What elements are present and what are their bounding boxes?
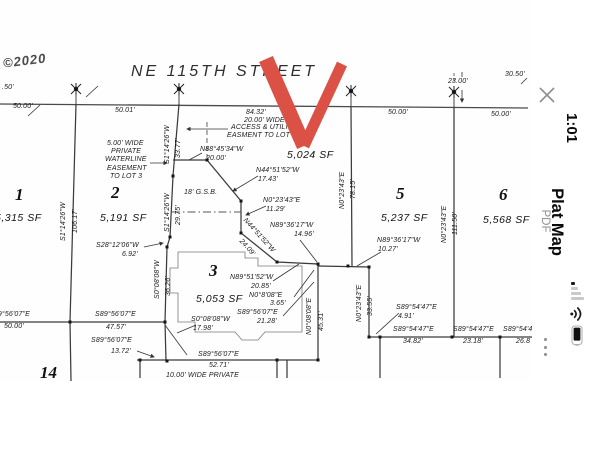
plat-map-page[interactable]: NE 115TH STREET©2020.50'50.00'50.01'84.3… xyxy=(0,0,532,381)
dimension-label: S89°56'07"E xyxy=(91,336,132,344)
dimension-label: 50.00' xyxy=(491,111,511,118)
dimension-label: .50' xyxy=(2,84,14,91)
cellular-signal-icon xyxy=(571,282,584,300)
dimension-label: EASEMENT xyxy=(107,164,147,172)
document-type-label: PDF xyxy=(539,209,551,233)
dimension-label: N0°23'43"E xyxy=(263,196,301,204)
dimension-label: 50.01' xyxy=(115,107,135,114)
dimension-label: S1°14'26"W xyxy=(164,193,171,232)
dimension-label: 23.18' xyxy=(463,337,483,345)
dimension-label: S89°54'47"E xyxy=(503,326,532,333)
dimension-label: 4.91' xyxy=(398,312,414,320)
lot-area: 5,024 SF xyxy=(287,149,334,161)
dimension-label: 18' G.S.B. xyxy=(184,188,218,196)
dimension-label: S1°14'26"W xyxy=(164,125,171,164)
status-time: 1:01 xyxy=(563,112,580,144)
dimension-label: 26.8 xyxy=(516,337,531,345)
dimension-label: N0°08'08"E xyxy=(306,297,313,335)
dimension-label: S89°56'07"E xyxy=(95,310,136,318)
dimension-label: 45.31' xyxy=(318,311,325,331)
dimension-label: S0°08'08"W xyxy=(191,315,230,323)
dimension-label: S0°08'08"W xyxy=(154,260,161,299)
lot-area: 5,191 SF xyxy=(100,212,147,224)
dimension-label: 20.85' xyxy=(251,282,271,290)
dimension-label: PRIVATE xyxy=(111,148,142,155)
lot-number: 3 xyxy=(209,261,218,280)
dimension-label: 50.00' xyxy=(13,103,33,110)
dimension-label: 84.32' xyxy=(246,109,266,116)
dimension-label: 50.00' xyxy=(4,323,24,330)
more-options-button[interactable] xyxy=(542,336,549,358)
dimension-label: 14.96' xyxy=(294,231,314,238)
dimension-label: 36.26' xyxy=(165,276,172,296)
dimension-label: 34.82' xyxy=(403,337,423,345)
dimension-label: N0°23'43"E xyxy=(356,284,363,322)
plat-linework xyxy=(0,72,532,381)
dimension-label: S89°54'47"E xyxy=(396,303,437,311)
dimension-label: 47.57' xyxy=(106,323,126,331)
survey-monument-icon xyxy=(70,83,460,98)
dimension-label: N88°45'34"W xyxy=(200,146,244,153)
status-icons xyxy=(569,282,585,347)
dimension-label: 33.55' xyxy=(367,296,374,316)
dimension-label: N89°36'17"W xyxy=(377,236,421,244)
dimension-label: 52.71' xyxy=(209,361,229,369)
dimension-label: 23.00' xyxy=(448,78,468,85)
dimension-label: 10.00' WIDE PRIVATE xyxy=(166,371,239,379)
corner-markers xyxy=(68,158,502,363)
dimension-label: 3.65' xyxy=(270,300,286,307)
dimension-label: 20.00' xyxy=(206,155,226,162)
dimension-label: N0°23'43"E xyxy=(441,205,448,243)
dimension-label: S89°56'07"E xyxy=(0,310,30,318)
lot-number: 5 xyxy=(396,184,405,203)
dimension-label: 106.17' xyxy=(72,209,79,233)
battery-icon xyxy=(571,325,583,347)
lot-number: 14 xyxy=(40,363,57,381)
lot-number: 1 xyxy=(15,185,24,204)
more-options-icon xyxy=(544,338,547,341)
street-name: NE 115TH STREET xyxy=(131,63,318,80)
dimension-label: N44°51'52"W xyxy=(256,166,300,174)
dimension-label: S89°56'07"E xyxy=(198,350,239,358)
dimension-label: 11.29' xyxy=(266,205,286,213)
dimension-label: N89°36'17"W xyxy=(270,221,314,229)
close-button[interactable] xyxy=(536,84,558,106)
building-envelope-outline xyxy=(169,251,303,341)
lot-area: 5,568 SF xyxy=(483,214,530,226)
dimension-label: 17.98' xyxy=(193,324,213,332)
wifi-icon xyxy=(570,307,582,321)
dimension-label: N89°51'52"W xyxy=(230,273,274,281)
dimension-label: S89°54'47"E xyxy=(453,325,494,333)
dimension-label: 30.50' xyxy=(505,71,525,78)
dimension-label: 50.00' xyxy=(388,109,408,116)
lot-number: 2 xyxy=(111,183,120,202)
dimension-label: EASMENT TO LOT 3 xyxy=(227,131,297,139)
dimension-label: 10.27' xyxy=(378,245,398,253)
close-icon xyxy=(539,87,555,103)
dimension-label: 111.50' xyxy=(452,212,459,235)
dimension-label: S89°56'07"E xyxy=(237,308,278,316)
dimension-label: 13.72' xyxy=(111,348,131,355)
dimension-label: TO LOT 3 xyxy=(110,172,143,180)
dimension-label: S89°54'47"E xyxy=(393,325,434,333)
lot-number: 6 xyxy=(499,185,508,204)
lot-area: 5,315 SF xyxy=(0,212,42,224)
dimension-label: N0°8'08"E xyxy=(249,291,283,299)
dimension-label: 29.75' xyxy=(175,205,182,225)
lot-area: 5,053 SF xyxy=(196,293,243,305)
dimension-label: 78.15' xyxy=(350,179,357,199)
dimension-label: 5.00' WIDE xyxy=(107,140,144,147)
dimension-label: S1°14'26"W xyxy=(60,202,67,241)
dimension-label: N0°23'43"E xyxy=(339,171,346,209)
dimension-label: S28°12'06"W xyxy=(96,241,139,249)
dimension-label: 21.28' xyxy=(257,317,277,325)
dimension-label: 17.43' xyxy=(258,175,278,183)
lot-area: 5,237 SF xyxy=(381,212,428,224)
lot-number: 4 xyxy=(304,121,313,140)
dimension-label: 6.92' xyxy=(122,250,138,258)
dimension-label: WATERLINE xyxy=(105,156,147,163)
dimension-label: 33.77' xyxy=(175,138,182,158)
